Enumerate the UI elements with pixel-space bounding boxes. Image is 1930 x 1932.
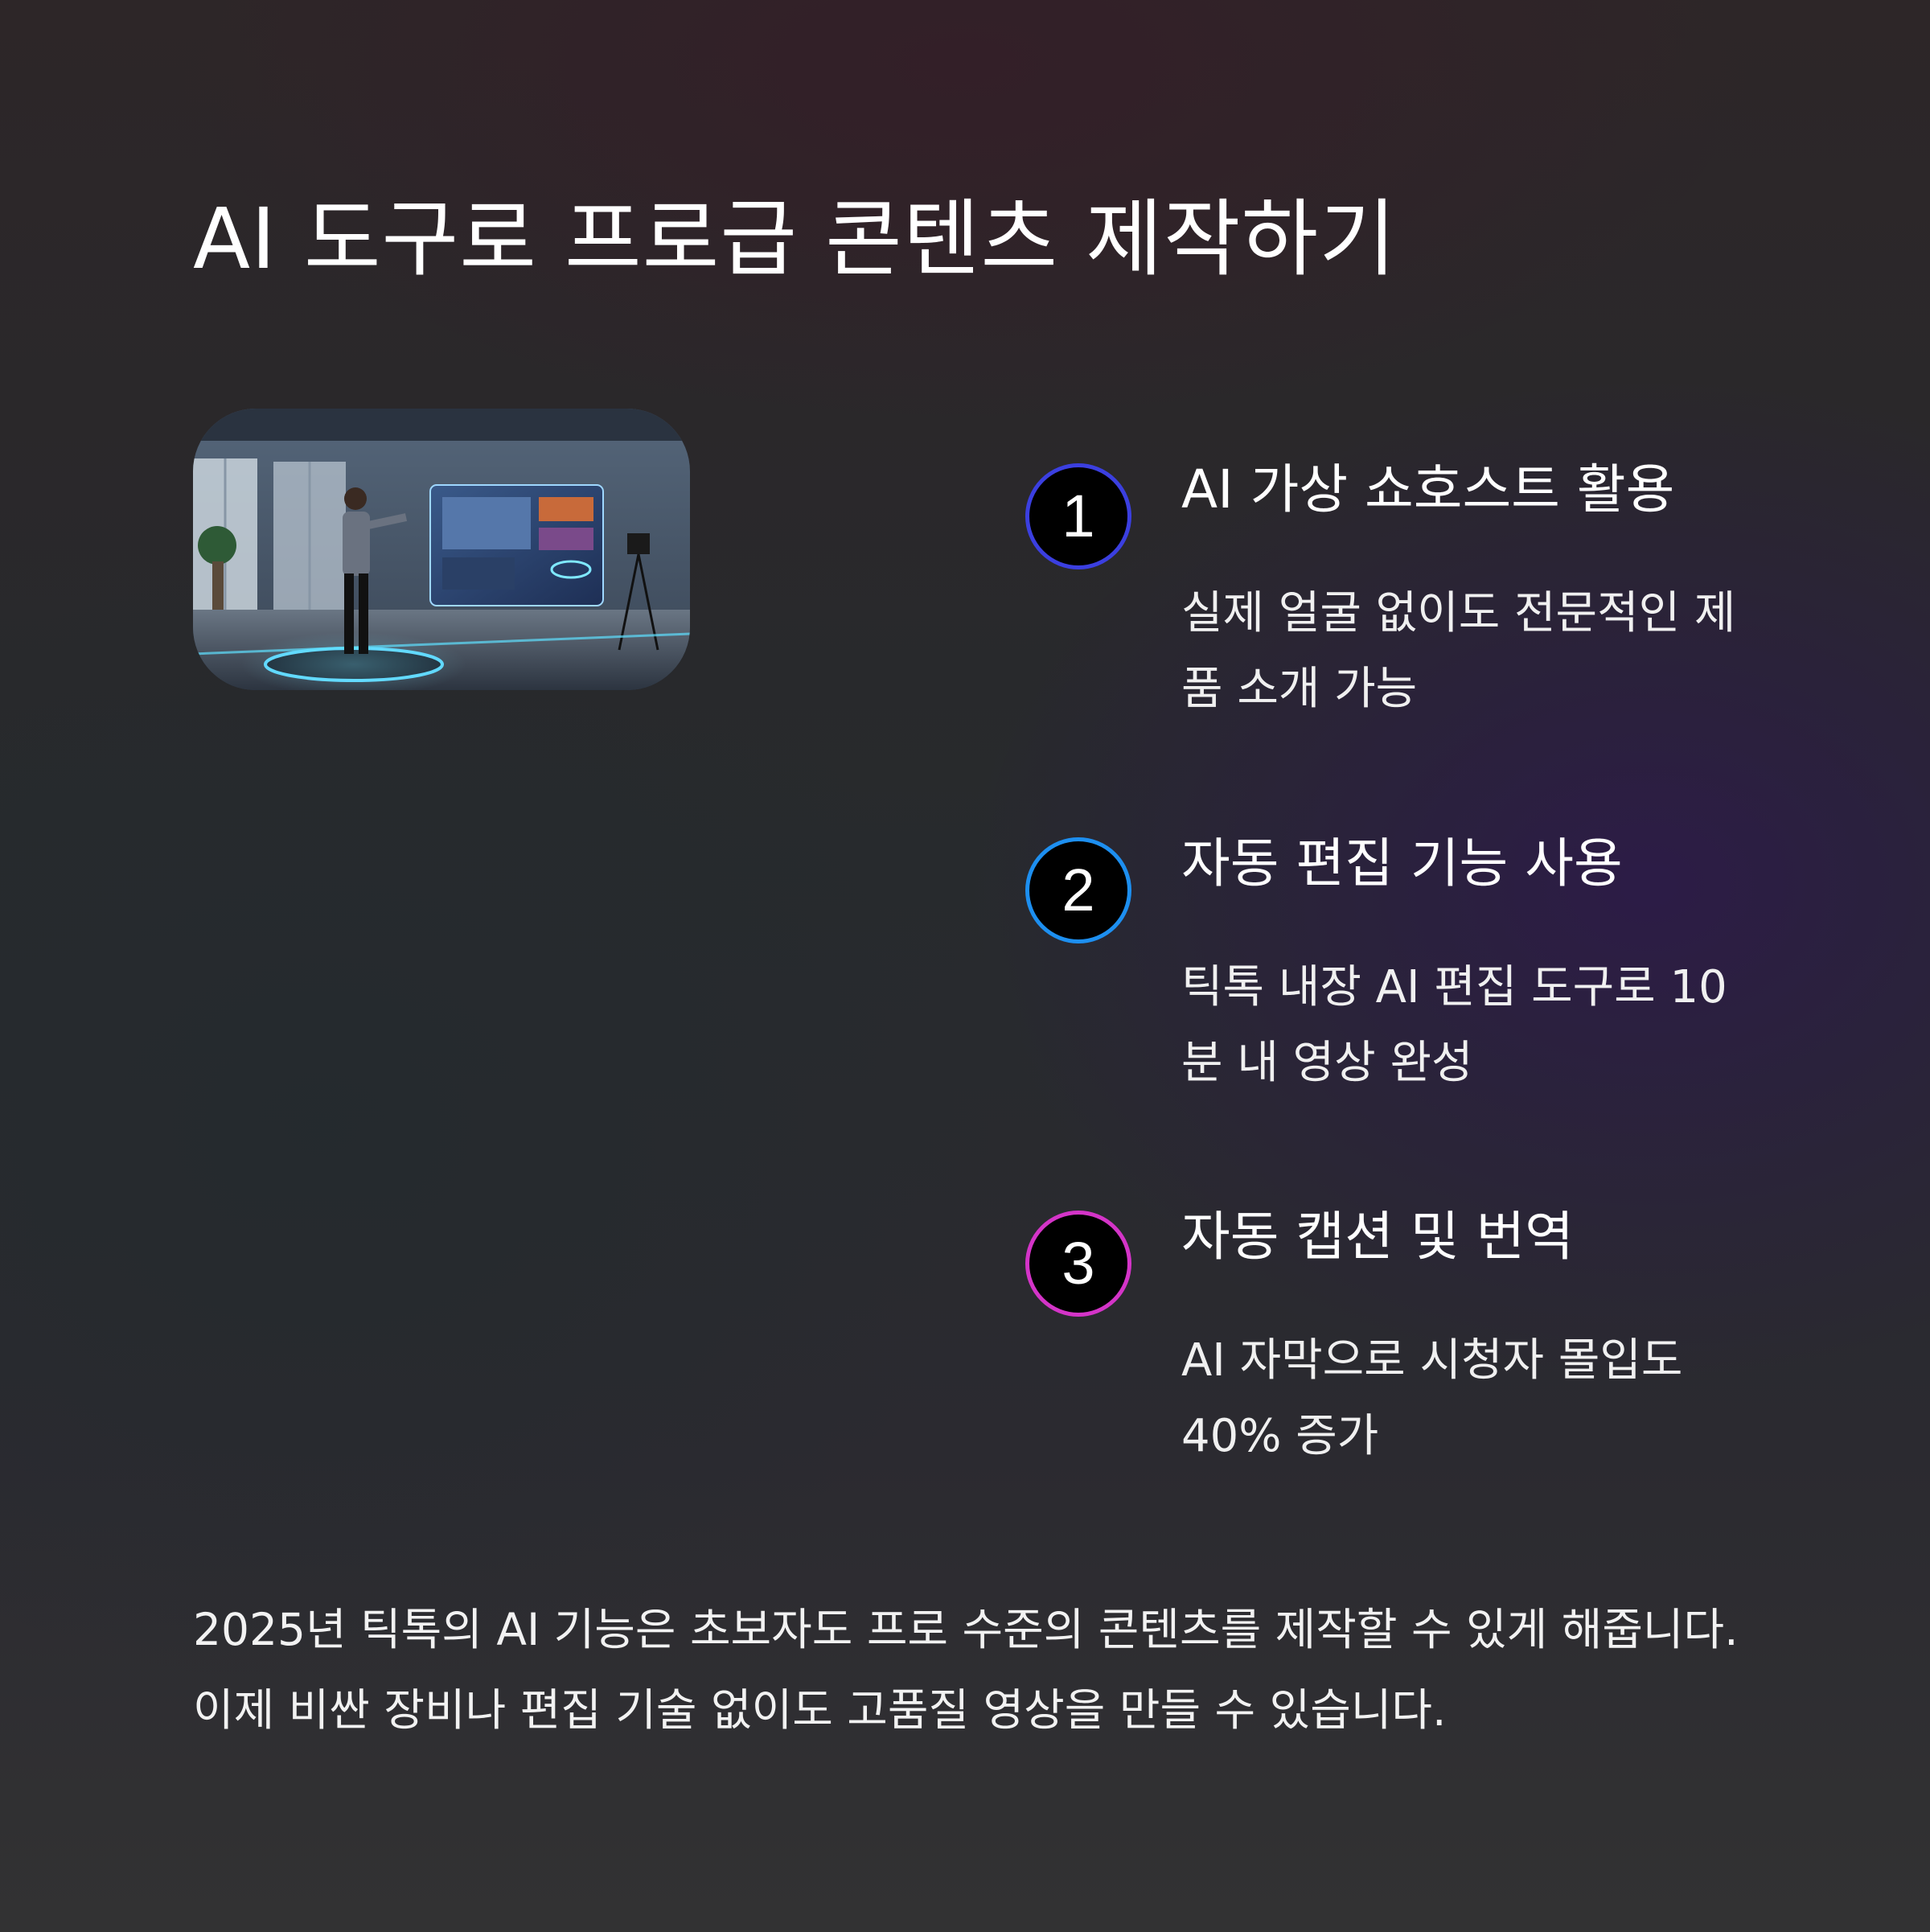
feature-number-badge: 3 bbox=[1025, 1211, 1131, 1317]
feature-number-badge: 1 bbox=[1025, 463, 1131, 569]
feature-title: 자동 캡션 및 번역 bbox=[1181, 1206, 1574, 1268]
hero-image bbox=[193, 409, 690, 690]
page-title: AI 도구로 프로급 콘텐츠 제작하기 bbox=[193, 190, 1397, 288]
feature-title: 자동 편집 기능 사용 bbox=[1181, 832, 1623, 894]
feature-title: AI 가상 쇼호스트 활용 bbox=[1181, 458, 1675, 520]
feature-number-badge: 2 bbox=[1025, 837, 1131, 943]
virtual-studio-illustration-icon bbox=[193, 409, 690, 690]
summary-text: 2025년 틱톡의 AI 기능은 초보자도 프로 수준의 콘텐츠를 제작할 수 … bbox=[193, 1604, 1739, 1736]
feature-description: 실제 얼굴 없이도 전문적인 제품 소개 가능 bbox=[1181, 587, 1736, 715]
feature-description: AI 자막으로 시청자 몰입도 40% 증가 bbox=[1181, 1334, 1683, 1462]
feature-description: 틱톡 내장 AI 편집 도구로 10분 내 영상 완성 bbox=[1181, 961, 1727, 1089]
